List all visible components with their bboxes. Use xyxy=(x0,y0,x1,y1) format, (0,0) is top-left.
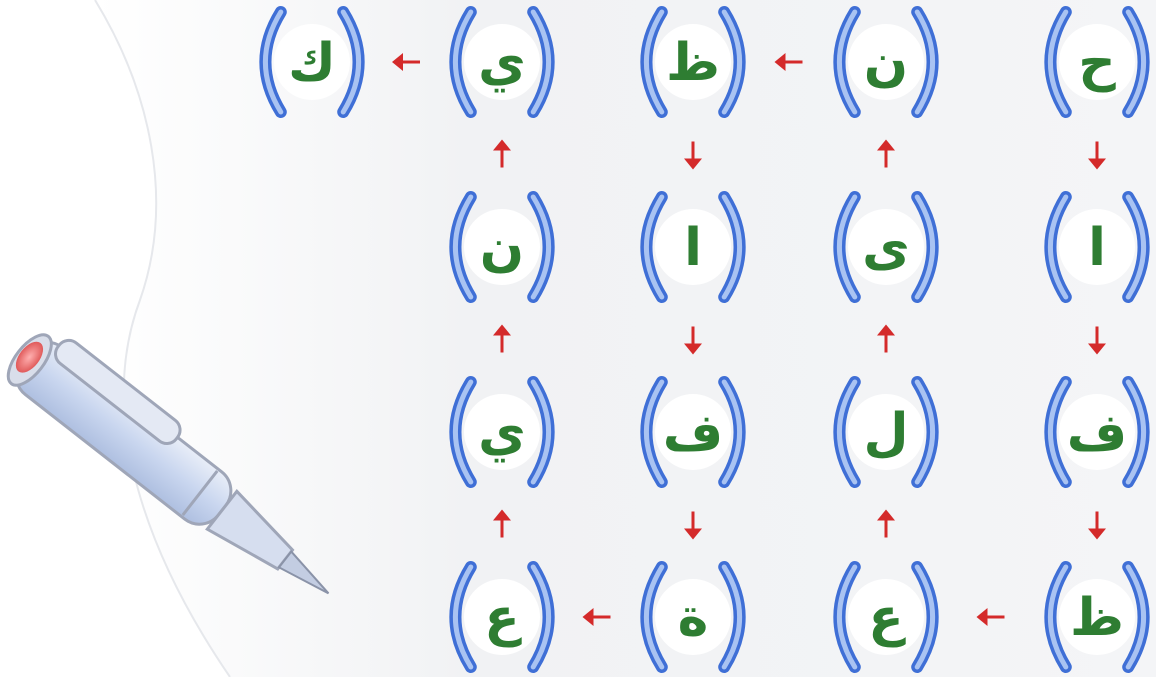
letter-label: ح xyxy=(1078,33,1116,93)
letter-label: ع xyxy=(868,588,906,648)
letter-label: ف xyxy=(1067,403,1127,463)
letter-cell: ف xyxy=(1044,376,1150,488)
letter-label: ظ xyxy=(666,33,720,93)
bracket-pair xyxy=(640,376,746,488)
paper-sheet xyxy=(94,0,1156,677)
arrow-up-icon xyxy=(493,324,511,353)
letter-label: ف xyxy=(663,403,723,463)
letter-cell: ك xyxy=(259,6,365,118)
bracket-pair xyxy=(449,6,555,118)
letter-label: ن xyxy=(864,33,908,93)
bracket-pair xyxy=(1044,6,1150,118)
path-arrows xyxy=(392,53,1106,626)
cell-background xyxy=(655,579,731,655)
arrow-down-icon xyxy=(684,141,702,170)
arrow-down-icon xyxy=(1088,326,1106,355)
bracket-pair xyxy=(833,561,939,673)
bracket-pair xyxy=(449,191,555,303)
bracket-pair xyxy=(640,191,746,303)
letter-label: ل xyxy=(863,403,908,463)
arrow-up-icon xyxy=(493,139,511,168)
cell-background xyxy=(464,394,540,470)
letter-cell: ى xyxy=(833,191,939,303)
letter-cell: ن xyxy=(833,6,939,118)
bracket-pair xyxy=(1044,561,1150,673)
cell-background xyxy=(464,24,540,100)
arrow-up-icon xyxy=(877,324,895,353)
cell-background xyxy=(464,209,540,285)
bracket-pair xyxy=(833,6,939,118)
arrow-up-icon xyxy=(877,139,895,168)
letter-label: ع xyxy=(484,588,522,648)
cell-background xyxy=(464,579,540,655)
letter-cell: ا xyxy=(640,191,746,303)
letter-cell: ي xyxy=(449,6,555,118)
bracket-pair xyxy=(1044,376,1150,488)
cell-background xyxy=(655,24,731,100)
letter-cell: ي xyxy=(449,376,555,488)
cell-background xyxy=(655,209,731,285)
letter-cell: ظ xyxy=(1044,561,1150,673)
bracket-pair xyxy=(640,6,746,118)
arrow-left-icon xyxy=(976,608,1005,626)
arrow-left-icon xyxy=(392,53,420,71)
arrow-left-icon xyxy=(774,53,803,71)
letter-grid: ح ن ظ ي ك ا ى ا ن ف ل ف ي ظ ع ة ع xyxy=(259,6,1150,673)
cell-background xyxy=(274,24,350,100)
bracket-pair xyxy=(640,561,746,673)
cell-background xyxy=(848,394,924,470)
letter-cell: ن xyxy=(449,191,555,303)
letter-cell: ل xyxy=(833,376,939,488)
letter-label: ظ xyxy=(1070,588,1124,648)
bracket-pair xyxy=(449,376,555,488)
letter-label: ا xyxy=(684,218,702,278)
arrow-down-icon xyxy=(684,511,702,540)
letter-label: ي xyxy=(478,403,526,463)
letter-label: ا xyxy=(1088,218,1106,278)
letter-label: ن xyxy=(480,218,524,278)
letter-cell: ف xyxy=(640,376,746,488)
cell-background xyxy=(848,579,924,655)
arrow-down-icon xyxy=(1088,141,1106,170)
cell-background xyxy=(1059,394,1135,470)
letter-cell: ح xyxy=(1044,6,1150,118)
cell-background xyxy=(655,394,731,470)
bracket-pair xyxy=(1044,191,1150,303)
letter-label: ي xyxy=(478,33,526,93)
letter-cell: ع xyxy=(833,561,939,673)
cell-background xyxy=(848,209,924,285)
arrow-left-icon xyxy=(582,608,611,626)
letter-label: ة xyxy=(678,588,709,648)
arrow-up-icon xyxy=(493,509,511,538)
letter-cell: ظ xyxy=(640,6,746,118)
letter-cell: ة xyxy=(640,561,746,673)
cell-background xyxy=(1059,24,1135,100)
letter-label: ك xyxy=(288,33,336,93)
cell-background xyxy=(1059,579,1135,655)
bracket-pair xyxy=(259,6,365,118)
arrow-up-icon xyxy=(877,509,895,538)
bracket-pair xyxy=(449,561,555,673)
bracket-pair xyxy=(833,376,939,488)
arrow-down-icon xyxy=(684,326,702,355)
pen-icon xyxy=(6,333,330,595)
cell-background xyxy=(1059,209,1135,285)
cell-background xyxy=(848,24,924,100)
letter-cell: ا xyxy=(1044,191,1150,303)
letter-label: ى xyxy=(862,218,910,278)
letter-cell: ع xyxy=(449,561,555,673)
bracket-pair xyxy=(833,191,939,303)
arrow-down-icon xyxy=(1088,511,1106,540)
